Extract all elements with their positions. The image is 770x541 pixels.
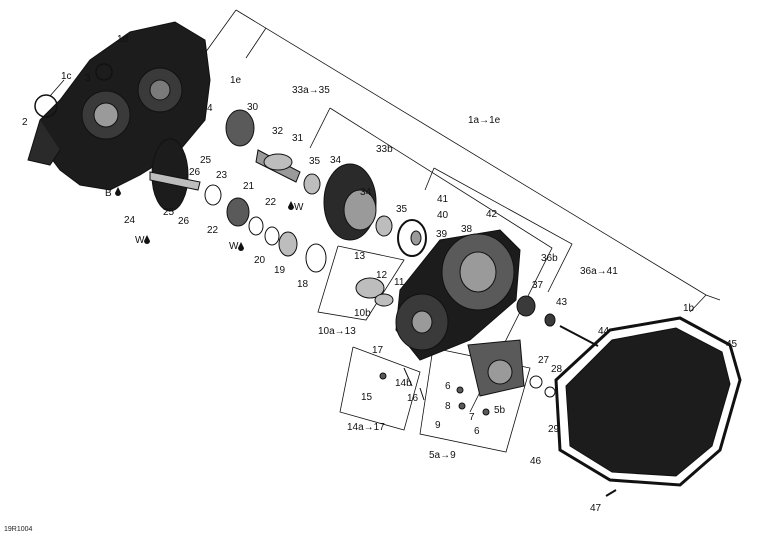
label-6-lower: 6 bbox=[474, 426, 480, 437]
label-2: 2 bbox=[22, 117, 28, 128]
label-20: 20 bbox=[254, 255, 266, 266]
label-37: 37 bbox=[532, 280, 544, 291]
label-1b: 1b bbox=[683, 303, 695, 314]
label-33a-35: 33a→35 bbox=[292, 85, 330, 96]
label-12: 12 bbox=[376, 270, 388, 281]
label-40: 40 bbox=[437, 210, 449, 221]
label-3: 3 bbox=[85, 73, 91, 84]
label-29: 29 bbox=[548, 424, 560, 435]
label-22-left: 22 bbox=[207, 225, 219, 236]
clutch-belt-assembly bbox=[355, 229, 599, 361]
label-31: 31 bbox=[292, 133, 304, 144]
label-34: 34 bbox=[330, 155, 342, 166]
label-10a-13: 10a→13 bbox=[318, 326, 356, 337]
label-33b: 33b bbox=[376, 144, 393, 155]
label-13: 13 bbox=[354, 251, 366, 262]
label-14b: 14b bbox=[395, 378, 412, 389]
label-15: 15 bbox=[361, 392, 373, 403]
label-30: 30 bbox=[247, 102, 259, 113]
label-6-upper: 6 bbox=[445, 381, 451, 392]
label-39: 39 bbox=[436, 229, 448, 240]
label-21: 21 bbox=[243, 181, 255, 192]
label-42: 42 bbox=[486, 209, 498, 220]
label-32: 32 bbox=[272, 126, 284, 137]
label-1e: 1e bbox=[230, 75, 242, 86]
driven-pulley-parts bbox=[303, 163, 427, 257]
label-1a-1e: 1a→1e bbox=[468, 115, 501, 126]
bracket-36a-left bbox=[424, 167, 435, 191]
o-ring-3 bbox=[95, 63, 113, 81]
o-ring-2 bbox=[34, 94, 58, 118]
label-w-right: W bbox=[294, 202, 304, 213]
label-5b: 5b bbox=[494, 405, 506, 416]
label-22-right: 22 bbox=[265, 197, 277, 208]
bracket-1e bbox=[245, 27, 267, 59]
label-46: 46 bbox=[530, 456, 542, 467]
label-4: 4 bbox=[207, 103, 213, 114]
label-25-upper: 25 bbox=[200, 155, 212, 166]
label-18: 18 bbox=[297, 279, 309, 290]
label-9: 9 bbox=[435, 420, 441, 431]
label-35-lower: 35 bbox=[396, 204, 408, 215]
label-44: 44 bbox=[598, 326, 610, 337]
label-36a-41: 36a→41 bbox=[580, 266, 618, 277]
label-11: 11 bbox=[394, 277, 405, 288]
label-35: 35 bbox=[309, 156, 321, 167]
label-27: 27 bbox=[538, 355, 550, 366]
leader-1c bbox=[49, 79, 65, 97]
label-16: 16 bbox=[407, 393, 419, 404]
label-1c: 1c bbox=[61, 71, 72, 82]
label-45: 45 bbox=[726, 339, 738, 350]
label-47: 47 bbox=[590, 503, 602, 514]
bracket-36a-41 bbox=[433, 167, 573, 293]
label-26-lower: 26 bbox=[178, 216, 190, 227]
markers bbox=[115, 187, 294, 251]
bracket-14a-17 bbox=[339, 346, 421, 431]
label-23: 23 bbox=[216, 170, 228, 181]
label-w-middle: W bbox=[229, 241, 239, 252]
label-41: 41 bbox=[437, 194, 449, 205]
reference-code: 19R1004 bbox=[4, 526, 33, 533]
label-8: 8 bbox=[445, 401, 451, 412]
label-38: 38 bbox=[461, 224, 473, 235]
label-36b: 36b bbox=[541, 253, 558, 264]
label-10b: 10b bbox=[354, 308, 371, 319]
small-hardware bbox=[379, 339, 556, 416]
label-1d: 1d bbox=[117, 34, 129, 45]
label-34-lower: 34 bbox=[360, 187, 372, 198]
label-25-lower: 25 bbox=[163, 207, 175, 218]
bracket-33a-left bbox=[309, 107, 331, 149]
label-14a-17: 14a→17 bbox=[347, 422, 385, 433]
label-43: 43 bbox=[556, 297, 568, 308]
label-19: 19 bbox=[274, 265, 286, 276]
label-b: B bbox=[105, 188, 112, 199]
label-24: 24 bbox=[124, 215, 136, 226]
label-7: 7 bbox=[469, 412, 475, 423]
bracket-10a-13 bbox=[317, 245, 405, 321]
leader-1b bbox=[689, 294, 707, 313]
label-28: 28 bbox=[551, 364, 563, 375]
drive-pulley-parts bbox=[149, 109, 327, 273]
label-17: 17 bbox=[372, 345, 384, 356]
outer-cover bbox=[554, 316, 742, 497]
label-26-upper: 26 bbox=[189, 167, 201, 178]
label-w-left: W bbox=[135, 235, 145, 246]
label-5a-9: 5a→9 bbox=[429, 450, 456, 461]
